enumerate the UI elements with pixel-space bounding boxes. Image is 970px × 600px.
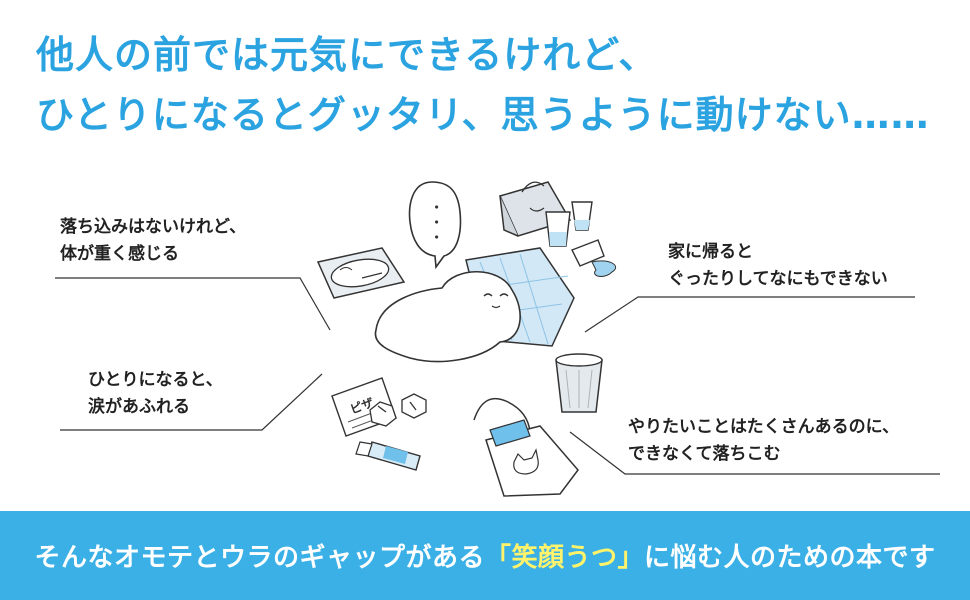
caption-line: ひとりになると、	[88, 370, 223, 390]
footer-text-after: に悩む人のための本です	[644, 543, 936, 573]
spilled-cup	[571, 239, 617, 277]
leader-line-mid-left	[60, 373, 323, 431]
footer-text-before: そんなオモテとウラのギャップがある	[34, 543, 485, 573]
caption-tears: ひとりになると、 涙があふれる	[88, 367, 223, 421]
footer-highlight: 「笑顔うつ」	[484, 543, 644, 573]
leader-line-top-left	[55, 277, 331, 331]
caption-line: できなくて落ちこむ	[628, 444, 781, 464]
speech-bubble: ・・・	[408, 181, 462, 270]
leader-line-top-right	[584, 296, 915, 333]
caption-exhausted-at-home: 家に帰ると ぐったりしてなにもできない	[668, 239, 888, 293]
drinking-glasses	[545, 201, 593, 247]
leader-line-bottom-right	[569, 431, 940, 475]
crumpled-tissues	[369, 393, 427, 427]
futon-with-person	[374, 247, 575, 363]
speech-bubble-dots: ・・・	[427, 199, 445, 244]
caption-line: 家に帰ると	[668, 242, 753, 262]
caption-body-heavy: 落ち込みはないけれど、 体が重く感じる	[60, 214, 246, 268]
tote-bag-cat	[473, 397, 579, 497]
water-bottle	[355, 441, 421, 471]
headline-line-1: 他人の前では元気にできるけれど、	[36, 33, 658, 77]
illustration-scene: ・・・ ピ	[55, 181, 940, 497]
caption-line: 落ち込みはないけれど、	[60, 217, 247, 237]
caption-line: 体が重く感じる	[60, 244, 179, 264]
caption-line: ぐったりしてなにもできない	[668, 269, 888, 289]
trash-can	[555, 353, 603, 413]
footer-banner: そんなオモテとウラのギャップがある「笑顔うつ」に悩む人のための本です	[0, 511, 970, 600]
caption-cannot-act: やりたいことはたくさんあるのに、 できなくて落ちこむ	[628, 414, 899, 468]
food-tray	[316, 247, 406, 299]
caption-line: やりたいことはたくさんあるのに、	[628, 417, 900, 437]
leader-lines	[55, 277, 940, 475]
footer-tagline: そんなオモテとウラのギャップがある「笑顔うつ」に悩む人のための本です	[34, 537, 935, 574]
caption-line: 涙があふれる	[88, 397, 190, 417]
headline-line-2: ひとりになるとグッタリ、思うように動けない……	[36, 93, 930, 137]
